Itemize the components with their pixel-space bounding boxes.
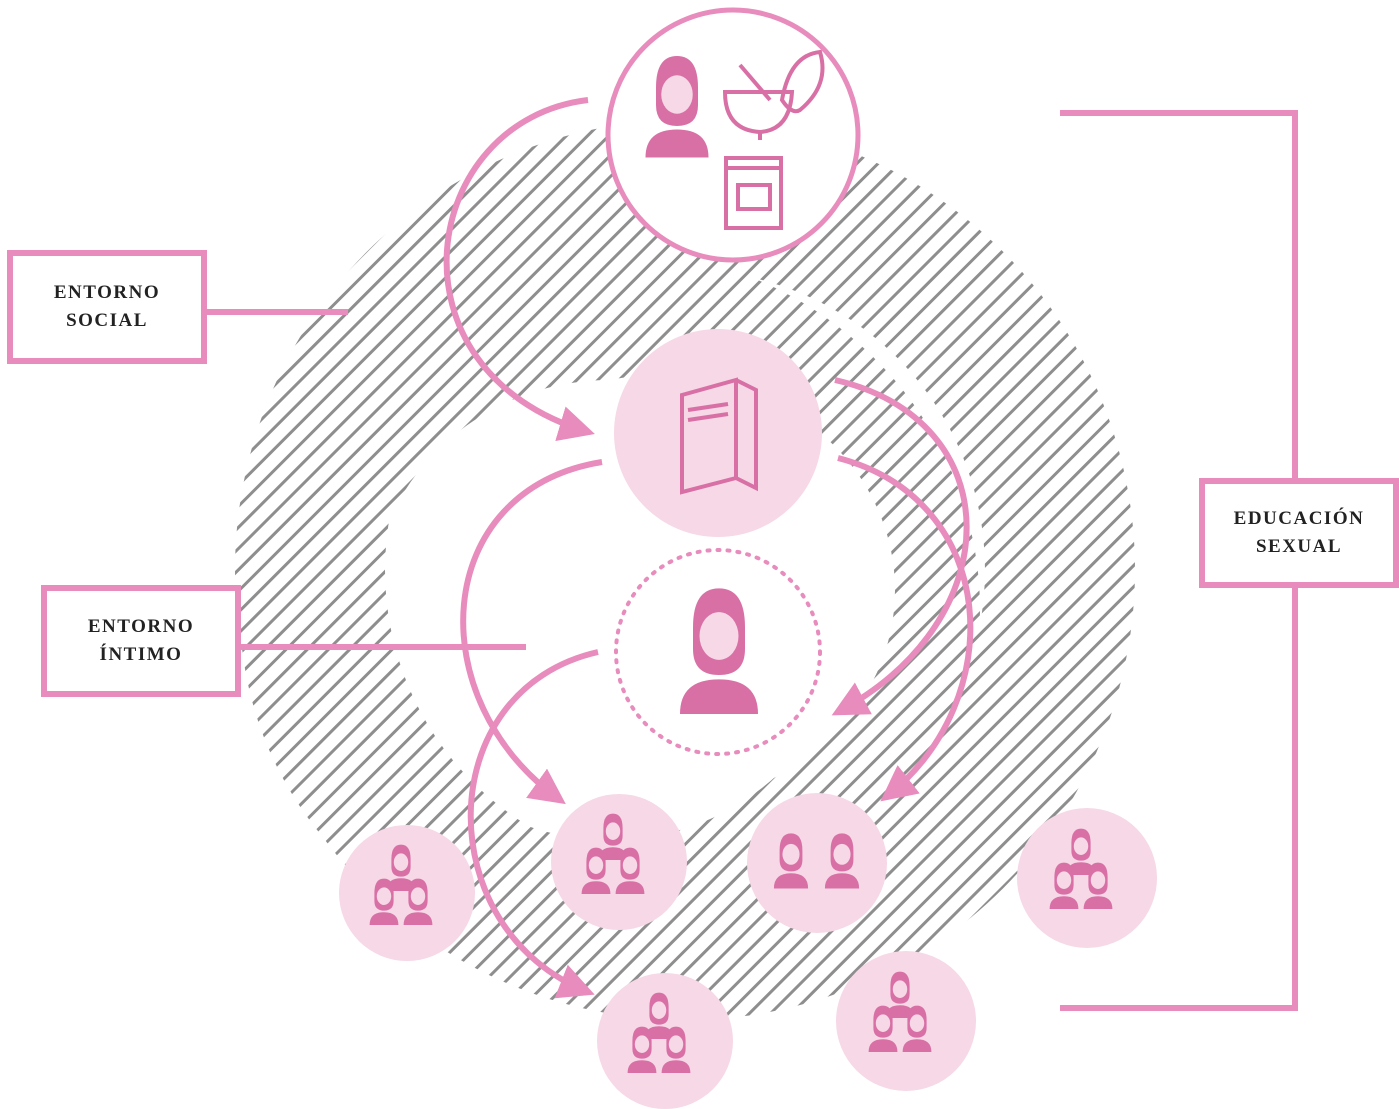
family-circle-2 (551, 794, 687, 930)
label-entorno-intimo-line1: ENTORNO (87, 615, 195, 637)
arrow-sources-to-leaflet (443, 97, 595, 441)
arrow-leaflet-to-self (831, 377, 970, 716)
top-circle-sources (605, 7, 861, 263)
label-entorno-social-line2: SOCIAL (66, 310, 148, 331)
arrow-leaflet-to-family (460, 459, 603, 805)
family-circle-3 (1017, 808, 1157, 948)
label-educacion-sexual-line1: EDUCACIÓN (1233, 507, 1365, 529)
label-entorno-intimo: ENTORNO ÍNTIMO (41, 585, 241, 697)
book-icon (724, 156, 783, 230)
arrow-leaflet-to-couple (837, 455, 974, 802)
family-circle-5 (836, 951, 976, 1091)
self-circle (614, 548, 822, 756)
label-entorno-social-line1: ENTORNO (53, 281, 161, 303)
label-entorno-social: ENTORNO SOCIAL (7, 250, 207, 364)
family-circle-4 (597, 973, 733, 1109)
flow-arrows (443, 97, 974, 999)
label-educacion-sexual: EDUCACIÓN SEXUAL (1199, 478, 1399, 588)
arrow-self-to-family (467, 649, 599, 999)
family-circle-1 (339, 825, 475, 961)
leaflet-circle (614, 329, 822, 537)
couple-circle (747, 793, 887, 933)
leaflet-icon (680, 377, 758, 495)
label-entorno-intimo-line2: ÍNTIMO (99, 644, 183, 665)
label-educacion-sexual-line2: SEXUAL (1255, 536, 1343, 557)
mortar-pestle-herb-icon (722, 49, 825, 140)
